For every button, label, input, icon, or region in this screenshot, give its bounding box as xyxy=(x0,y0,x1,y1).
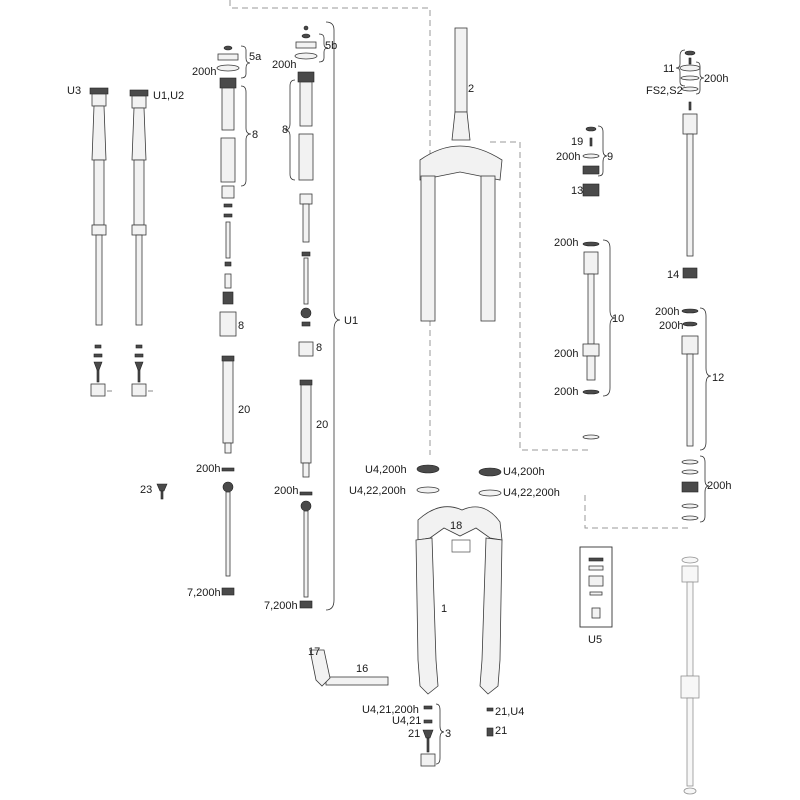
label-5b: 5b xyxy=(325,40,337,52)
label-17: 17 xyxy=(308,646,320,658)
label-5a: 5a xyxy=(249,51,262,63)
label-21-u4: 21,U4 xyxy=(495,706,524,718)
label-21-right: 21 xyxy=(495,725,507,737)
label-200h-a2: 200h xyxy=(196,463,220,475)
label-200h-a1: 200h xyxy=(192,66,216,78)
label-u4-22-200h-right: U4,22,200h xyxy=(503,487,560,499)
label-200h-12b: 200h xyxy=(659,320,683,332)
label-200h-10b: 200h xyxy=(554,348,578,360)
label-23: 23 xyxy=(140,484,152,496)
u1-u2-bottom-parts xyxy=(131,344,153,397)
label-200h-10a: 200h xyxy=(554,237,578,249)
crown-group-outline xyxy=(229,0,431,455)
label-18: 18 xyxy=(450,520,462,532)
bracket-8b xyxy=(284,79,296,181)
bracket-5a xyxy=(240,45,251,79)
label-10: 10 xyxy=(612,313,624,325)
air-shaft-12 xyxy=(681,308,699,521)
label-7-200h-a: 7,200h xyxy=(187,587,221,599)
seal-left xyxy=(416,464,440,494)
bottom-hardware-right xyxy=(486,707,494,737)
label-u3: U3 xyxy=(67,85,81,97)
label-200h-12c: 200h xyxy=(707,480,731,492)
bracket-9 xyxy=(597,125,608,177)
lower-legs xyxy=(415,506,503,695)
label-19: 19 xyxy=(571,136,583,148)
label-u1: U1 xyxy=(344,315,358,327)
label-7-200h-b: 7,200h xyxy=(264,600,298,612)
bottom-hardware-left xyxy=(420,705,436,767)
label-20-b: 20 xyxy=(316,419,328,431)
assembled-air-spring xyxy=(680,556,700,795)
label-200h-b2: 200h xyxy=(274,485,298,497)
bracket-200h-top xyxy=(695,61,705,95)
damper-column-b xyxy=(294,25,318,609)
label-u4-22-200h-left: U4,22,200h xyxy=(349,485,406,497)
part-23 xyxy=(156,483,168,500)
label-u4-200h-right: U4,200h xyxy=(503,466,545,478)
rebound-assembly-10 xyxy=(582,241,600,440)
right-leg-group-outline xyxy=(490,141,590,451)
air-spring-top xyxy=(679,50,701,279)
axle xyxy=(309,649,389,687)
parts-19-9-13 xyxy=(582,126,600,197)
label-20-a: 20 xyxy=(238,404,250,416)
label-14: 14 xyxy=(667,269,679,281)
bracket-u1 xyxy=(325,21,341,611)
cartridge-u1-u2 xyxy=(129,89,149,326)
label-200h-12a: 200h xyxy=(655,306,679,318)
label-21-left: 21 xyxy=(408,728,420,740)
label-8-b1: 8 xyxy=(282,124,288,136)
bracket-8a xyxy=(240,85,252,187)
bracket-10 xyxy=(602,239,616,397)
bracket-5b xyxy=(318,33,329,63)
label-8-b2: 8 xyxy=(316,342,322,354)
label-200h-11: 200h xyxy=(704,73,728,85)
label-u4-200h-left: U4,200h xyxy=(365,464,407,476)
label-8-a1: 8 xyxy=(252,129,258,141)
cartridge-u3 xyxy=(89,87,109,326)
bracket-3 xyxy=(435,703,445,765)
seal-right xyxy=(478,467,502,497)
bracket-200h-bottom xyxy=(699,455,710,523)
label-16: 16 xyxy=(356,663,368,675)
label-fs2-s2: FS2,S2 xyxy=(646,85,683,97)
label-u1-u2: U1,U2 xyxy=(153,90,184,102)
label-12: 12 xyxy=(712,372,724,384)
air-spring-group-outline xyxy=(584,495,690,529)
label-3: 3 xyxy=(445,728,451,740)
label-u4-21-200h: U4,21,200h xyxy=(362,704,419,716)
label-200h-10c: 200h xyxy=(554,386,578,398)
u5-kit-box xyxy=(579,546,613,628)
damper-column-a xyxy=(216,45,240,596)
u3-bottom-parts xyxy=(90,344,112,397)
label-9: 9 xyxy=(607,151,613,163)
label-1: 1 xyxy=(441,603,447,615)
label-8-a2: 8 xyxy=(238,320,244,332)
label-u4-21: U4,21 xyxy=(392,715,421,727)
label-2: 2 xyxy=(468,83,474,95)
label-13: 13 xyxy=(571,185,583,197)
label-11: 11 xyxy=(663,63,674,75)
bracket-12 xyxy=(699,307,712,451)
crown-steerer-assembly xyxy=(419,27,503,322)
bracket-11 xyxy=(675,49,686,87)
label-200h-9: 200h xyxy=(556,151,580,163)
label-200h-b1: 200h xyxy=(272,59,296,71)
label-u5: U5 xyxy=(588,634,602,646)
